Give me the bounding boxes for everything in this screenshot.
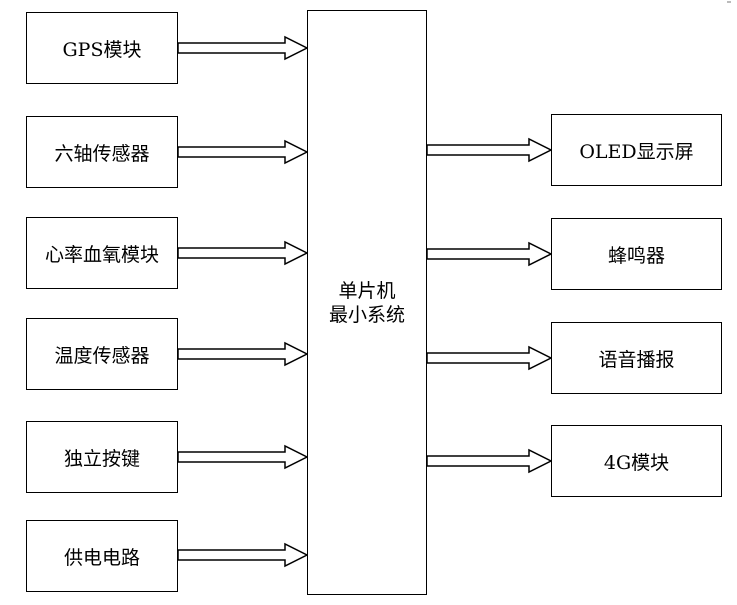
independent-keys-label: 独立按键 [63, 447, 140, 470]
oled-display-label: OLED显示屏 [579, 140, 694, 163]
4g-module-box: 4G模块 [551, 425, 722, 497]
output-arrow [426, 345, 553, 371]
input-arrow [177, 341, 309, 367]
temperature-sensor-label: 温度传感器 [54, 344, 150, 367]
heart-rate-spo2-module-box: 心率血氧模块 [26, 217, 178, 289]
buzzer-label: 蜂鸣器 [607, 244, 665, 267]
mcu-label-line1: 单片机 [338, 279, 396, 302]
six-axis-sensor-label: 六轴传感器 [54, 142, 150, 165]
oled-display-box: OLED显示屏 [551, 114, 722, 186]
input-arrow [177, 35, 309, 61]
mcu-minimum-system-box: 单片机 最小系统 [307, 10, 427, 595]
gps-module-box: GPS模块 [26, 12, 178, 84]
corner-artifact [727, 1, 731, 3]
output-arrow [426, 137, 553, 163]
mcu-label-line2: 最小系统 [328, 303, 405, 326]
six-axis-sensor-box: 六轴传感器 [26, 116, 178, 188]
output-arrow [426, 241, 553, 267]
4g-module-label: 4G模块 [603, 451, 670, 474]
output-arrow [426, 448, 553, 474]
temperature-sensor-box: 温度传感器 [26, 318, 178, 390]
input-arrow [177, 542, 309, 568]
voice-broadcast-label: 语音播报 [598, 348, 675, 371]
input-arrow [177, 240, 309, 266]
voice-broadcast-box: 语音播报 [551, 322, 722, 394]
input-arrow [177, 444, 309, 470]
independent-keys-box: 独立按键 [26, 421, 178, 493]
gps-module-label: GPS模块 [62, 38, 142, 61]
buzzer-box: 蜂鸣器 [551, 218, 722, 290]
power-supply-circuit-label: 供电电路 [63, 546, 140, 569]
input-arrow [177, 139, 309, 165]
heart-rate-spo2-module-label: 心率血氧模块 [44, 243, 159, 266]
power-supply-circuit-box: 供电电路 [26, 520, 178, 592]
